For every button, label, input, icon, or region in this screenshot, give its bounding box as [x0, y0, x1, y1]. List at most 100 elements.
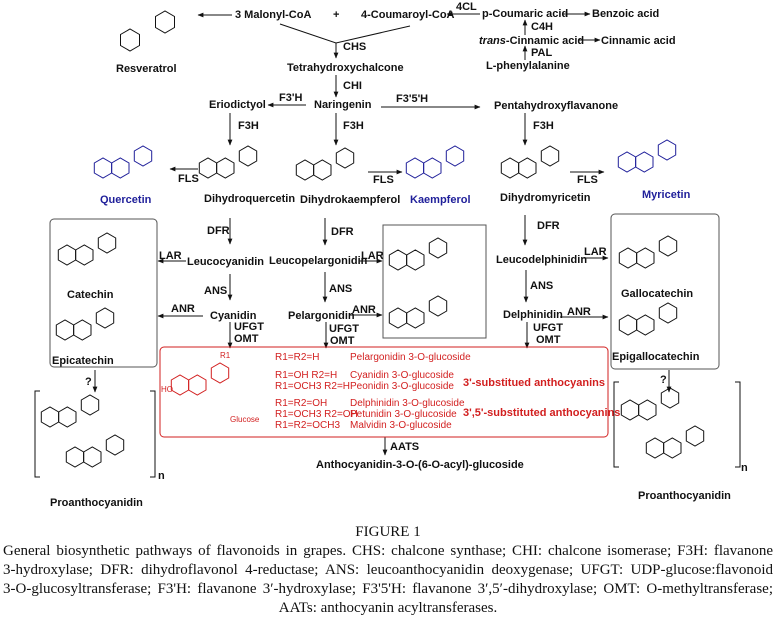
- label-cinnamic-acid: Cinnamic acid: [601, 35, 676, 47]
- chemical-structures: [40, 10, 705, 468]
- enzyme-omt-left: OMT: [234, 333, 259, 345]
- proanth-right-lower-ring-b: [685, 425, 705, 447]
- label-pentahydroxyflavanone: Pentahydroxyflavanone: [494, 100, 619, 112]
- anthocyanin-name: Cyanidin 3-O-glucoside: [350, 370, 454, 381]
- gallocatechin-ring-c: [636, 247, 655, 269]
- caption-line-1: General biosynthetic pathways of flavono…: [3, 543, 773, 559]
- trans-prefix: trans: [479, 35, 506, 47]
- label-malonyl-coa: 3 Malonyl-CoA: [235, 9, 312, 21]
- kaempferol-ring-c: [423, 157, 442, 179]
- label-trans-cinnamic-acid: trans-Cinnamic acid: [479, 35, 584, 47]
- anthocyanidin-ring-b: [210, 362, 230, 384]
- label-pelargonidin: Pelargonidin: [288, 310, 355, 322]
- gallocatechin-box: [610, 213, 720, 370]
- label-leucodelphinidin: Leucodelphinidin: [496, 254, 588, 266]
- label-plus: +: [333, 9, 340, 21]
- enzyme-chs: CHS: [343, 41, 367, 53]
- label-dihydroquercetin: Dihydroquercetin: [204, 193, 296, 205]
- label-cyanidin: Cyanidin: [210, 310, 257, 322]
- anthocyanin-name: Delphinidin 3-O-glucoside: [350, 398, 465, 409]
- caption-line-4: AATs: anthocyanin acyltransferases.: [278, 600, 498, 616]
- anthocyanin-name: Peonidin 3-O-glucoside: [350, 381, 454, 392]
- dihydroquercetin-ring-a: [198, 157, 218, 179]
- enzyme-f3h-right: F3H: [533, 120, 554, 132]
- enzyme-fls-right: FLS: [577, 174, 598, 186]
- catechin-box: [49, 218, 158, 368]
- group-3prime: 3'-substitued anthocyanins: [463, 377, 605, 389]
- epiafzelechin-ring-a: [388, 307, 408, 329]
- figure-title: FIGURE 1: [355, 524, 421, 540]
- enzyme-dfr-right: DFR: [537, 220, 560, 232]
- enzyme-lar-mid: LAR: [361, 250, 384, 262]
- bracket-left-open: [34, 390, 40, 478]
- label-naringenin: Naringenin: [314, 99, 372, 111]
- anthocyanin-name: Petunidin 3-O-glucoside: [350, 409, 457, 420]
- epiafzelechin-ring-c: [406, 307, 425, 329]
- dihydroquercetin-ring-b: [238, 145, 258, 167]
- myricetin-ring-a: [617, 151, 637, 173]
- label-benzoic-acid: Benzoic acid: [592, 8, 660, 20]
- epicatechin-ring-b: [95, 307, 115, 329]
- label-eriodictyol: Eriodictyol: [209, 99, 266, 111]
- proanth-left-upper-ring-a: [40, 406, 60, 428]
- anthocyanin-substitution: R1=R2=OH: [275, 398, 328, 409]
- label-acyl-glucoside: Anthocyanidin-3-O-(6-O-acyl)-glucoside: [316, 459, 524, 471]
- proanth-left-lower-ring-a: [65, 446, 85, 468]
- label-dihydromyricetin: Dihydromyricetin: [500, 192, 591, 204]
- label-delphinidin: Delphinidin: [503, 309, 563, 321]
- dihydromyricetin-ring-b: [540, 145, 560, 167]
- epigallocatechin-ring-b: [658, 302, 678, 324]
- epiafzelechin-ring-b: [428, 295, 448, 317]
- enzyme-dfr-mid: DFR: [331, 226, 354, 238]
- afzelechin-box: [382, 224, 487, 339]
- anthocyanidin-ring-c: [188, 374, 207, 396]
- catechin-ring-a: [57, 244, 77, 266]
- anthocyanidin-ring-a: [170, 374, 190, 396]
- proanth-left-lower-ring-b: [105, 434, 125, 456]
- catechin-ring-c: [75, 244, 94, 266]
- anthocyanin-substitution: R1=OCH3 R2=H: [275, 381, 351, 392]
- resveratrol-ring-a: [120, 28, 140, 52]
- label-epicatechin: Epicatechin: [52, 355, 114, 367]
- dihydrokaempferol-ring-a: [295, 159, 315, 181]
- enzyme-aats: AATS: [390, 441, 420, 453]
- enzyme-chi: CHI: [343, 80, 362, 92]
- quercetin-ring-c: [111, 157, 130, 179]
- atom-glucose: Glucose: [230, 415, 260, 424]
- enzyme-omt-right: OMT: [536, 334, 561, 346]
- label-l-phenylalanine: L-phenylalanine: [486, 60, 570, 72]
- epigallocatechin-ring-c: [636, 314, 655, 336]
- polymer-brackets: [34, 381, 741, 478]
- enzyme-ans-left: ANS: [204, 285, 228, 297]
- proanth-right-upper-ring-c: [638, 399, 657, 421]
- enzyme-omt-mid: OMT: [330, 335, 355, 347]
- label-tetrahydroxychalcone: Tetrahydroxychalcone: [287, 62, 404, 74]
- dihydrokaempferol-ring-b: [335, 147, 355, 169]
- anthocyanin-substitution: R1=OCH3 R2=OH: [275, 409, 358, 420]
- afzelechin-ring-b: [428, 237, 448, 259]
- label-unknown-left: ?: [85, 376, 92, 388]
- enzyme-c4h: C4H: [531, 21, 554, 33]
- group-35prime: 3',5'-substituted anthocyanins: [463, 407, 621, 419]
- myricetin-ring-c: [635, 151, 654, 173]
- gallocatechin-ring-b: [658, 235, 678, 257]
- enzyme-ufgt-left: UFGT: [234, 321, 264, 333]
- enzyme-f3h-left: F3H: [238, 120, 259, 132]
- kaempferol-ring-a: [405, 157, 425, 179]
- anthocyanin-substitution: R1=R2=H: [275, 352, 320, 363]
- label-epigallocatechin: Epigallocatechin: [612, 351, 700, 363]
- kaempferol-ring-b: [445, 145, 465, 167]
- anthocyanin-substitution: R1=OH R2=H: [275, 370, 338, 381]
- caption-line-3: 3-O-glucosyltransferase; F3'H: flavanone…: [3, 581, 773, 597]
- enzyme-ans-mid: ANS: [329, 283, 353, 295]
- enzyme-anr-right: ANR: [567, 306, 591, 318]
- bracket-right-close: [735, 381, 741, 468]
- label-proanthocyanidin-right: Proanthocyanidin: [638, 490, 731, 502]
- enzyme-dfr-left: DFR: [207, 225, 230, 237]
- proanth-right-upper-ring-a: [620, 399, 640, 421]
- label-resveratrol: Resveratrol: [116, 63, 177, 75]
- boxes: [49, 213, 720, 438]
- proanth-right-upper-ring-b: [660, 387, 680, 409]
- label-kaempferol: Kaempferol: [410, 194, 471, 206]
- myricetin-ring-b: [657, 139, 677, 161]
